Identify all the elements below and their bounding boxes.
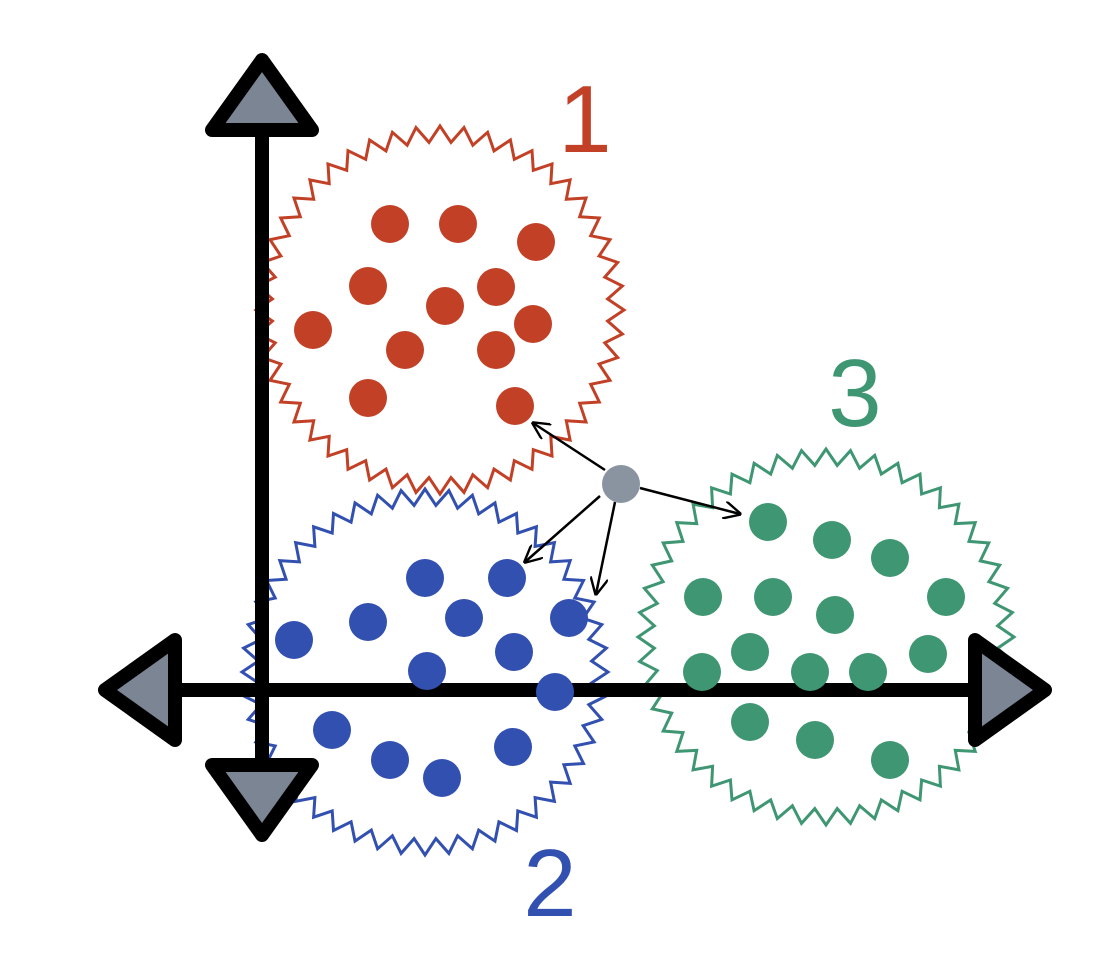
data-point	[494, 728, 532, 766]
data-point	[408, 652, 446, 690]
data-point	[909, 635, 947, 673]
data-point	[517, 223, 555, 261]
cluster-1-points	[294, 205, 555, 425]
arrow-to-cluster-2-edge	[596, 501, 617, 594]
data-point	[386, 331, 424, 369]
data-point	[871, 539, 909, 577]
query-point	[602, 465, 640, 503]
arrow-to-cluster-3	[639, 486, 740, 514]
cluster-2-points	[275, 559, 588, 797]
data-point	[849, 653, 887, 691]
neighbor-arrows	[525, 423, 740, 594]
data-point	[423, 759, 461, 797]
x-axis-left-arrowhead	[98, 633, 182, 747]
data-point	[550, 599, 588, 637]
data-point	[731, 633, 769, 671]
cluster-2-label: 2	[523, 830, 576, 937]
data-point	[683, 653, 721, 691]
y-axis-top-arrowhead	[205, 53, 319, 137]
data-point	[349, 267, 387, 305]
data-point	[684, 578, 722, 616]
data-point	[275, 621, 313, 659]
data-point	[871, 741, 909, 779]
data-point	[496, 387, 534, 425]
arrow-to-cluster-2	[525, 495, 601, 562]
coordinate-axes	[98, 53, 1052, 842]
cluster-1-label: 1	[558, 66, 611, 173]
data-point	[477, 331, 515, 369]
data-point	[371, 741, 409, 779]
data-point	[371, 205, 409, 243]
data-point	[749, 503, 787, 541]
data-point	[791, 653, 829, 691]
data-point	[406, 559, 444, 597]
data-point	[439, 205, 477, 243]
y-axis-bottom-arrowhead	[205, 758, 319, 842]
arrow-to-cluster-1	[533, 423, 606, 472]
data-point	[426, 287, 464, 325]
data-point	[313, 711, 351, 749]
data-point	[349, 603, 387, 641]
cluster-3-boundary	[635, 446, 1017, 828]
data-point	[477, 268, 515, 306]
cluster-3-label: 3	[828, 340, 881, 447]
data-point	[754, 578, 792, 616]
data-point	[813, 521, 851, 559]
data-point	[796, 721, 834, 759]
data-point	[294, 311, 332, 349]
x-axis-right-arrowhead	[968, 633, 1052, 747]
data-point	[816, 596, 854, 634]
data-point	[927, 578, 965, 616]
cluster-3-points	[683, 503, 965, 779]
data-point	[495, 633, 533, 671]
data-point	[514, 305, 552, 343]
data-point	[488, 559, 526, 597]
data-point	[445, 599, 483, 637]
cluster-2-boundary	[239, 486, 611, 858]
data-point	[349, 379, 387, 417]
data-point	[536, 673, 574, 711]
data-point	[731, 703, 769, 741]
